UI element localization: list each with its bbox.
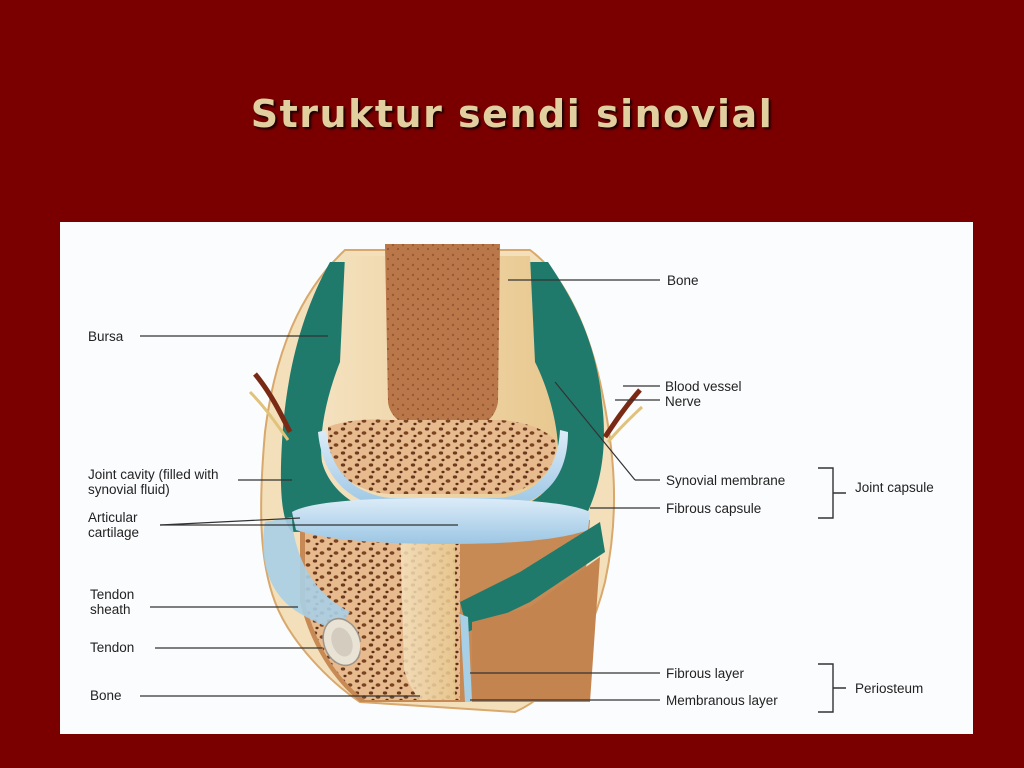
label-bursa: Bursa [88, 329, 124, 344]
label-tendon: Tendon [90, 640, 135, 655]
tendon-sheath [263, 517, 350, 632]
lower-compact-strip [400, 527, 455, 700]
lower-bone-face [472, 557, 600, 702]
brackets [818, 467, 846, 713]
label-tendon-sheath: Tendon sheath [90, 587, 135, 617]
synovial-joint-illustration [140, 244, 846, 714]
upper-spongy-bone [328, 419, 556, 494]
slide-title: Struktur sendi sinovial [250, 92, 774, 136]
label-blood-vessel: Blood vessel [665, 379, 742, 394]
label-nerve: Nerve [665, 394, 702, 409]
leader-lines [140, 279, 660, 701]
periosteum-bracket [818, 663, 846, 713]
label-fibrous-capsule: Fibrous capsule [666, 501, 762, 516]
periosteum-membranous [460, 614, 472, 702]
bone-marrow [385, 244, 500, 434]
label-bone-bottom: Bone [90, 688, 122, 703]
label-fibrous-layer: Fibrous layer [666, 666, 745, 681]
lower-articular-cartilage [292, 498, 590, 544]
periosteum-cut [460, 522, 605, 632]
label-periosteum: Periosteum [855, 681, 924, 696]
lower-bone-bulge [360, 640, 420, 700]
left-nerve [248, 390, 290, 441]
label-joint-cavity: Joint cavity (filled with synovial fluid… [88, 467, 219, 497]
right-blood-vessel [602, 388, 642, 439]
label-membranous-layer: Membranous layer [666, 693, 778, 708]
label-joint-capsule: Joint capsule [855, 480, 934, 495]
right-nerve [606, 405, 644, 443]
label-bone-top: Bone [667, 273, 699, 288]
diagram-panel: Bone Bursa Blood vessel Nerve Joint cavi… [60, 222, 973, 734]
label-synovial-membrane: Synovial membrane [666, 473, 786, 488]
left-blood-vessel [253, 372, 293, 434]
label-articular-cartilage: Articular cartilage [88, 510, 140, 540]
joint-capsule-bracket [818, 467, 846, 519]
